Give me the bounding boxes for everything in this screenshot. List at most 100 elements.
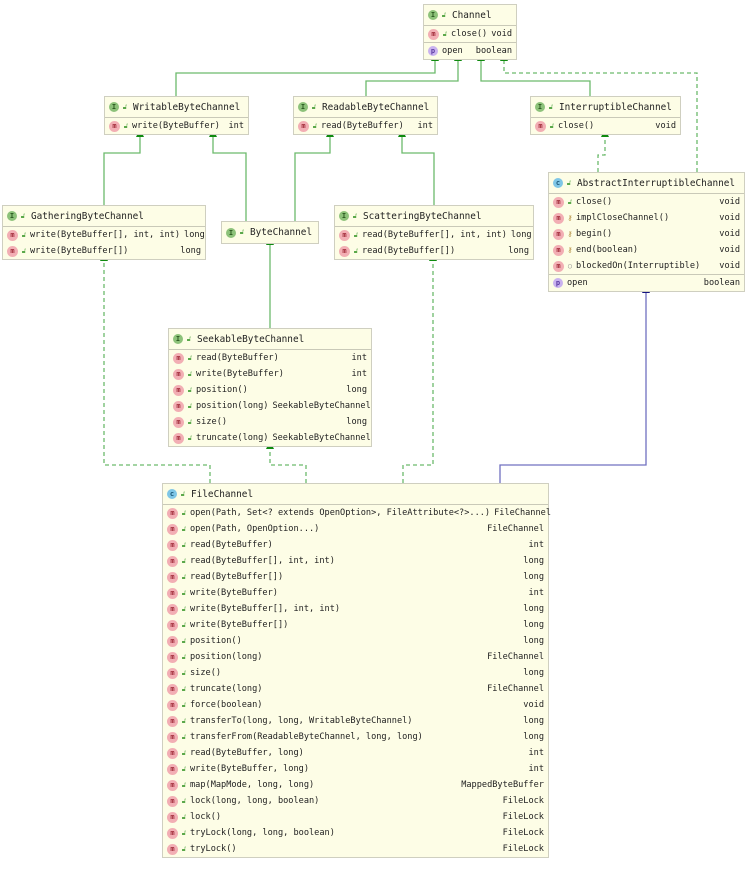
method-icon: m bbox=[167, 587, 178, 599]
member-row[interactable]: m🔓︎truncate(long)SeekableByteChannel bbox=[169, 430, 371, 446]
uml-node-seekablebytechannel[interactable]: I🔓︎SeekableByteChannel m🔓︎read(ByteBuffe… bbox=[168, 328, 372, 447]
protected-icon: ⚷ bbox=[567, 214, 573, 222]
member-row[interactable]: m🔓︎lock(long, long, boolean)FileLock bbox=[163, 793, 548, 809]
method-icon: m bbox=[553, 212, 564, 224]
uml-node-abstractinterruptiblechannel[interactable]: c🔓︎AbstractInterruptibleChannel m🔓︎close… bbox=[548, 172, 745, 292]
uml-node-bytechannel[interactable]: I🔓︎ByteChannel bbox=[221, 221, 319, 244]
member-row[interactable]: m🔓︎write(ByteBuffer[])long bbox=[163, 617, 548, 633]
public-icon: 🔓︎ bbox=[181, 748, 187, 757]
public-icon: 🔓︎ bbox=[181, 844, 187, 853]
member-signature: read(ByteBuffer[]) bbox=[190, 572, 284, 582]
method-icon: m bbox=[553, 244, 564, 256]
public-icon: 🔓︎ bbox=[181, 668, 187, 677]
public-icon: 🔓︎ bbox=[181, 588, 187, 597]
method-icon: m bbox=[167, 731, 178, 743]
member-return-type: long bbox=[523, 732, 544, 742]
public-icon: 🔓︎ bbox=[187, 385, 193, 394]
member-return-type: int bbox=[228, 121, 244, 131]
method-icon: m bbox=[167, 619, 178, 631]
member-return-type: FileChannel bbox=[487, 524, 544, 534]
method-icon: m bbox=[167, 651, 178, 663]
member-return-type: SeekableByteChannel bbox=[272, 433, 371, 443]
method-icon: m bbox=[167, 555, 178, 567]
member-row[interactable]: m🔓︎read(ByteBuffer)int bbox=[169, 350, 371, 366]
member-row[interactable]: m🔓︎position(long)FileChannel bbox=[163, 649, 548, 665]
member-signature: size() bbox=[196, 417, 228, 427]
member-signature: position() bbox=[196, 385, 248, 395]
uml-node-scatteringbytechannel[interactable]: I🔓︎ScatteringByteChannel m🔓︎read(ByteBuf… bbox=[334, 205, 534, 260]
member-signature: read(ByteBuffer) bbox=[321, 121, 404, 131]
member-return-type: void bbox=[719, 245, 740, 255]
member-return-type: void bbox=[719, 197, 740, 207]
node-title: SeekableByteChannel bbox=[197, 333, 305, 345]
method-icon: m bbox=[173, 384, 184, 396]
member-row[interactable]: m🔓︎write(ByteBuffer)int bbox=[169, 366, 371, 382]
member-signature: blockedOn(Interruptible) bbox=[576, 261, 701, 271]
member-return-type: long bbox=[523, 620, 544, 630]
member-row[interactable]: m🔓︎read(ByteBuffer[])long bbox=[163, 569, 548, 585]
member-return-type: SeekableByteChannel bbox=[272, 401, 371, 411]
public-icon: 🔓︎ bbox=[181, 540, 187, 549]
uml-node-readablebytechannel[interactable]: I🔓︎ReadableByteChannel m🔓︎read(ByteBuffe… bbox=[293, 96, 438, 135]
member-row[interactable]: m🔓︎position(long)SeekableByteChannel bbox=[169, 398, 371, 414]
link-gathering-writable bbox=[103, 129, 144, 205]
member-row[interactable]: m🔓︎tryLock(long, long, boolean)FileLock bbox=[163, 825, 548, 841]
member-signature: write(ByteBuffer, long) bbox=[190, 764, 309, 774]
member-row[interactable]: m🔓︎write(ByteBuffer, long)int bbox=[163, 761, 548, 777]
public-icon: 🔓︎ bbox=[312, 121, 318, 130]
method-icon: m bbox=[553, 260, 564, 272]
protected-icon: ⚷ bbox=[567, 246, 573, 254]
method-icon: m bbox=[167, 603, 178, 615]
member-row[interactable]: m🔓︎open(Path, Set<? extends OpenOption>,… bbox=[163, 505, 551, 521]
member-row[interactable]: m🔓︎transferTo(long, long, WritableByteCh… bbox=[163, 713, 548, 729]
member-signature: read(ByteBuffer) bbox=[190, 540, 273, 550]
member-signature: position(long) bbox=[190, 652, 263, 662]
member-row[interactable]: m🔓︎size()long bbox=[163, 665, 548, 681]
public-icon: 🔓︎ bbox=[549, 121, 555, 130]
member-return-type: void bbox=[719, 213, 740, 223]
member-row[interactable]: m🔓︎force(boolean)void bbox=[163, 697, 548, 713]
member-signature: position(long) bbox=[196, 401, 269, 411]
member-row[interactable]: m🔓︎read(ByteBuffer)int bbox=[163, 537, 548, 553]
interface-icon: I bbox=[535, 102, 545, 112]
member-return-type: int bbox=[417, 121, 433, 131]
method-icon: m bbox=[535, 120, 546, 132]
member-row[interactable]: m🔓︎tryLock()FileLock bbox=[163, 841, 548, 857]
member-row[interactable]: m🔓︎write(ByteBuffer)int bbox=[163, 585, 548, 601]
method-icon: m bbox=[167, 571, 178, 583]
member-return-type: FileChannel bbox=[487, 652, 544, 662]
protected-icon: ⚷ bbox=[567, 230, 573, 238]
member-row[interactable]: m🔓︎read(ByteBuffer, long)int bbox=[163, 745, 548, 761]
member-row[interactable]: m🔓︎position()long bbox=[169, 382, 371, 398]
member-return-type: FileChannel bbox=[487, 684, 544, 694]
method-icon: m bbox=[167, 507, 178, 519]
member-signature: open(Path, Set<? extends OpenOption>, Fi… bbox=[190, 508, 491, 518]
member-row[interactable]: m🔓︎truncate(long)FileChannel bbox=[163, 681, 548, 697]
member-return-type: int bbox=[528, 588, 544, 598]
uml-node-gatheringbytechannel[interactable]: I🔓︎GatheringByteChannel m🔓︎write(ByteBuf… bbox=[2, 205, 206, 260]
member-signature: write(ByteBuffer[]) bbox=[30, 246, 129, 256]
member-return-type: long bbox=[508, 246, 529, 256]
member-return-type: void bbox=[491, 29, 512, 39]
member-row[interactable]: m🔓︎open(Path, OpenOption...)FileChannel bbox=[163, 521, 548, 537]
uml-node-interruptiblechannel[interactable]: I🔓︎InterruptibleChannel m🔓︎close()void bbox=[530, 96, 681, 135]
member-row[interactable]: m🔓︎lock()FileLock bbox=[163, 809, 548, 825]
member-row[interactable]: m🔓︎transferFrom(ReadableByteChannel, lon… bbox=[163, 729, 548, 745]
property-icon: p bbox=[553, 278, 563, 288]
uml-node-filechannel[interactable]: c🔓︎FileChannel m🔓︎open(Path, Set<? exten… bbox=[162, 483, 551, 858]
member-row[interactable]: m🔓︎write(ByteBuffer[], int, int)long bbox=[163, 601, 548, 617]
method-icon: m bbox=[173, 352, 184, 364]
member-signature: write(ByteBuffer[], int, int) bbox=[30, 230, 181, 240]
method-icon: m bbox=[173, 368, 184, 380]
member-row[interactable]: m🔓︎size()long bbox=[169, 414, 371, 430]
method-icon: m bbox=[553, 228, 564, 240]
member-row[interactable]: m🔓︎position()long bbox=[163, 633, 548, 649]
member-row[interactable]: m🔓︎read(ByteBuffer[], int, int)long bbox=[163, 553, 548, 569]
public-icon: 🔓︎ bbox=[441, 10, 447, 19]
member-return-type: long bbox=[523, 636, 544, 646]
member-signature: end(boolean) bbox=[576, 245, 639, 255]
member-row[interactable]: m🔓︎map(MapMode, long, long)MappedByteBuf… bbox=[163, 777, 548, 793]
method-icon: m bbox=[428, 28, 439, 40]
uml-node-writablebytechannel[interactable]: I🔓︎WritableByteChannel m🔓︎write(ByteBuff… bbox=[104, 96, 249, 135]
